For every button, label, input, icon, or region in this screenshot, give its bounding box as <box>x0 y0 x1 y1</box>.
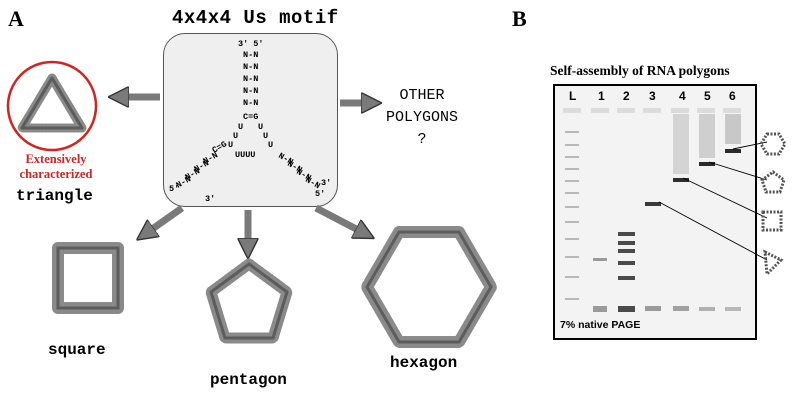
u-left-3: U <box>228 140 233 150</box>
band-annotations <box>658 132 787 278</box>
motif-top-ends: 3′ 5′ <box>238 39 264 49</box>
triangle-illustration <box>6 60 98 152</box>
square-illustration <box>52 242 124 314</box>
hexagon-illustration <box>361 226 497 348</box>
gel-image: L 1 2 3 4 5 6 <box>553 84 757 340</box>
polygons-line: POLYGONS <box>385 109 458 126</box>
extensively-characterized-caption: Extensively characterized <box>6 152 106 182</box>
triangle-icon <box>763 249 784 278</box>
gel-title: Self-assembly of RNA polygons <box>550 63 730 78</box>
lane-label-3: 3 <box>649 89 656 103</box>
lane-label-1: 1 <box>598 89 605 103</box>
right-5prime: 5′ <box>315 189 325 199</box>
pentagon-icon <box>760 170 786 194</box>
caption-line-2: characterized <box>19 167 93 181</box>
top-stem-pair-1: N-N <box>243 50 258 60</box>
u-left-2: U <box>233 131 238 141</box>
top-stem-pair-5: N-N <box>243 98 258 108</box>
arrow-to-hexagon <box>314 204 362 232</box>
left-3prime: 3′ <box>205 194 215 204</box>
square-label: square <box>48 341 106 359</box>
left-5prime: 5′ <box>169 184 179 194</box>
gel-note: 7% native PAGE <box>560 319 641 331</box>
bottom-loop: UUUU <box>235 150 255 160</box>
motif-arrows <box>0 0 560 400</box>
triangle-label: triangle <box>16 187 93 205</box>
lane-label-L: L <box>569 89 577 103</box>
other-line: OTHER <box>399 87 445 104</box>
motif-title: 4x4x4 Us motif <box>172 7 339 29</box>
other-polygons-label: OTHER POLYGONS ? <box>372 85 472 151</box>
lane-label-5: 5 <box>704 89 711 103</box>
square-icon <box>761 210 783 232</box>
top-closing-pair: C=G <box>243 112 258 122</box>
hexagon-icon <box>759 132 787 156</box>
panel-a-letter: A <box>8 6 24 31</box>
u-right-2: U <box>263 131 268 141</box>
pentagon-label: pentagon <box>210 371 287 389</box>
panel-b-letter: B <box>512 6 527 31</box>
motif-diagram: 3′ 5′ N-N N-N N-N N-N N-N C=G U U U U U … <box>169 39 331 204</box>
question-mark: ? <box>417 131 427 148</box>
motif-box <box>163 33 338 207</box>
u-left-1: U <box>238 122 243 132</box>
top-stem-pair-3: N-N <box>243 74 258 84</box>
arrow-to-square <box>148 205 185 232</box>
u-right-3: U <box>268 140 273 150</box>
top-stem-pair-2: N-N <box>243 62 258 72</box>
lane-label-4: 4 <box>679 89 686 103</box>
hexagon-label: hexagon <box>390 354 458 372</box>
caption-line-1: Extensively <box>25 152 87 166</box>
right-3prime: 3′ <box>321 178 331 188</box>
gel-bands <box>563 108 741 312</box>
top-stem-pair-4: N-N <box>243 86 258 96</box>
u-right-1: U <box>258 122 263 132</box>
lane-label-2: 2 <box>623 89 630 103</box>
pentagon-illustration <box>205 258 293 344</box>
lane-label-6: 6 <box>729 89 736 103</box>
